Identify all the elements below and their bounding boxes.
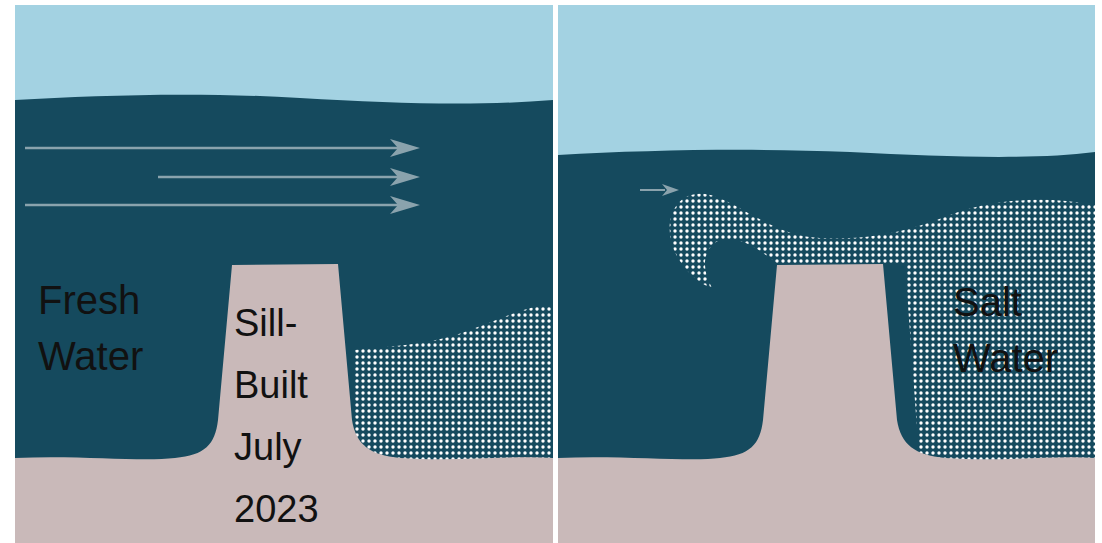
left-panel [15, 5, 553, 543]
right-panel [558, 5, 1095, 543]
sill-label: Sill- Built July 2023 [234, 292, 344, 540]
region-label: Fresh Water [38, 272, 188, 384]
region-label: Salt Water [953, 274, 1093, 386]
